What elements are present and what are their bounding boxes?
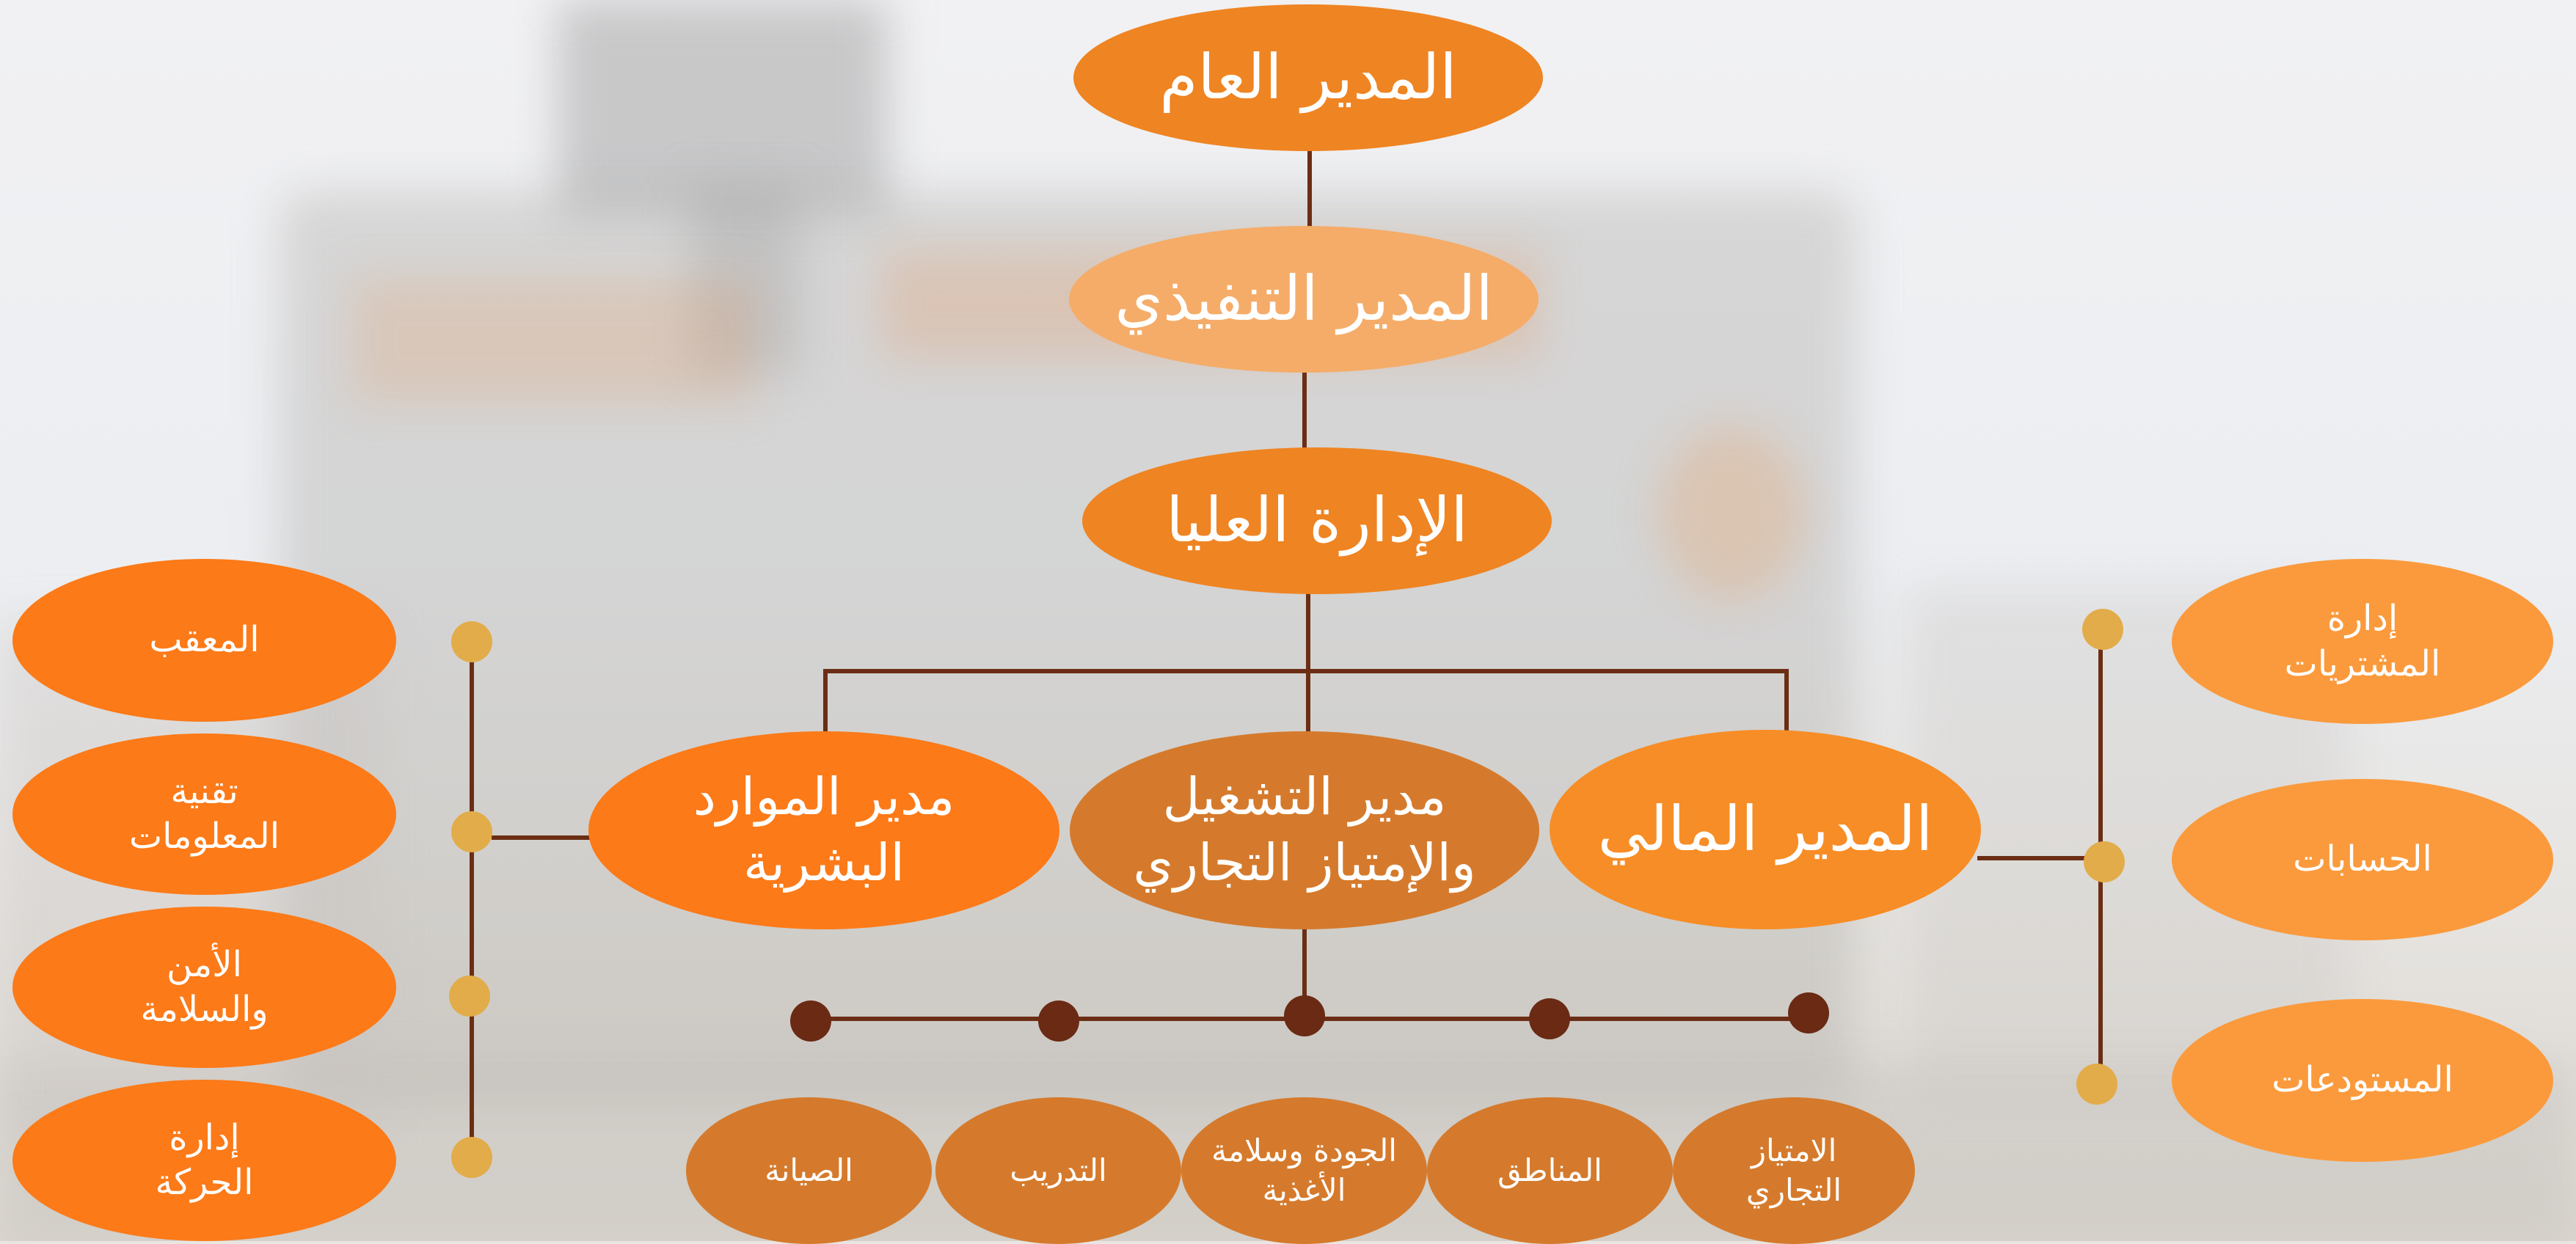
- connector-dot: [449, 976, 490, 1017]
- node-finance-dept: الحسابات: [2172, 779, 2553, 940]
- node-finance-dept: إدارة المشتريات: [2172, 559, 2553, 724]
- node-hr-manager: مدير الموارد البشرية: [588, 731, 1059, 929]
- node-label: مدير التشغيل والإمتياز التجاري: [1133, 766, 1476, 893]
- node-label: المدير العام: [1159, 41, 1457, 114]
- node-executive-manager: المدير التنفيذي: [1069, 226, 1539, 373]
- node-hr-dept: الأمن والسلامة: [12, 907, 396, 1068]
- connector-dot: [790, 1000, 831, 1042]
- node-label: الإدارة العليا: [1166, 484, 1468, 557]
- node-label: المعقب: [149, 619, 260, 661]
- node-label: التدريب: [1010, 1152, 1107, 1189]
- connector-dot: [1788, 992, 1829, 1033]
- connector-dot: [1038, 1000, 1079, 1042]
- node-finance-dept: المستودعات: [2172, 999, 2553, 1162]
- node-operations-dept: المناطق: [1427, 1097, 1673, 1244]
- node-label: الصيانة: [765, 1152, 853, 1189]
- node-label: إدارة الحركة: [155, 1116, 254, 1203]
- connector-dot: [451, 811, 492, 852]
- node-hr-dept: المعقب: [12, 559, 396, 722]
- node-operations-dept: الامتياز التجاري: [1673, 1097, 1915, 1244]
- node-label: الجودة وسلامة الأغذية: [1211, 1133, 1397, 1208]
- node-hr-dept: إدارة الحركة: [12, 1080, 396, 1241]
- connector-dot: [1284, 995, 1325, 1036]
- node-label: الامتياز التجاري: [1745, 1133, 1842, 1208]
- node-operations-dept: الجودة وسلامة الأغذية: [1181, 1097, 1427, 1244]
- connector-dot: [2076, 1064, 2117, 1105]
- node-operations-dept: الصيانة: [686, 1097, 932, 1244]
- node-operations-manager: مدير التشغيل والإمتياز التجاري: [1070, 731, 1539, 929]
- connector-dot: [451, 621, 492, 662]
- node-label: المستودعات: [2272, 1059, 2453, 1101]
- connector-dot: [451, 1137, 492, 1178]
- node-label: مدير الموارد البشرية: [693, 766, 955, 893]
- node-label: المدير المالي: [1597, 793, 1933, 866]
- connector-dot: [1529, 998, 1570, 1039]
- node-label: الحسابات: [2293, 838, 2432, 880]
- node-finance-manager: المدير المالي: [1550, 730, 1981, 929]
- node-label: الأمن والسلامة: [140, 943, 269, 1030]
- node-label: المدير التنفيذي: [1114, 263, 1493, 335]
- node-label: إدارة المشتريات: [2284, 598, 2441, 684]
- node-senior-management: الإدارة العليا: [1082, 447, 1552, 594]
- connector-dot: [2082, 609, 2123, 650]
- node-general-manager: المدير العام: [1073, 4, 1543, 151]
- node-label: تقنية المعلومات: [128, 770, 280, 857]
- connector-dot: [2084, 841, 2125, 882]
- node-label: المناطق: [1497, 1152, 1602, 1189]
- node-hr-dept: تقنية المعلومات: [12, 733, 396, 895]
- node-operations-dept: التدريب: [935, 1097, 1181, 1244]
